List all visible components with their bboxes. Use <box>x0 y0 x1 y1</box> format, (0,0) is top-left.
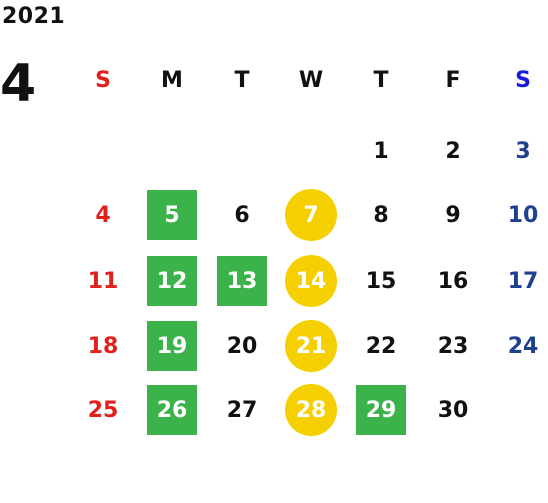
day-cell-29[interactable]: 29 <box>351 385 411 435</box>
day-cell-10[interactable]: 10 <box>493 190 548 240</box>
day-cell-6[interactable]: 6 <box>212 190 272 240</box>
day-number: 13 <box>226 268 258 294</box>
day-number: 20 <box>226 333 258 359</box>
day-cell-27[interactable]: 27 <box>212 385 272 435</box>
day-cell-12[interactable]: 12 <box>142 256 202 306</box>
day-cell-4[interactable]: 4 <box>73 190 133 240</box>
day-cell-19[interactable]: 19 <box>142 321 202 371</box>
weekday-header-tuesday: T <box>234 67 250 93</box>
day-number: 3 <box>515 138 531 164</box>
weekday-header-friday: F <box>445 67 461 93</box>
day-cell-18[interactable]: 18 <box>73 321 133 371</box>
day-cell-14[interactable]: 14 <box>281 255 341 307</box>
day-number: 4 <box>95 202 111 228</box>
day-number: 9 <box>445 202 461 228</box>
day-cell-1[interactable]: 1 <box>351 126 411 176</box>
day-number: 2 <box>445 138 461 164</box>
day-cell-25[interactable]: 25 <box>73 385 133 435</box>
day-number: 8 <box>373 202 389 228</box>
day-cell-3[interactable]: 3 <box>493 126 548 176</box>
day-number: 11 <box>87 268 119 294</box>
green-box-marker <box>147 256 197 306</box>
day-cell-26[interactable]: 26 <box>142 385 202 435</box>
day-number: 12 <box>156 268 188 294</box>
day-number: 17 <box>507 268 539 294</box>
month-number: 4 <box>0 54 37 114</box>
day-number: 22 <box>365 333 397 359</box>
day-cell-8[interactable]: 8 <box>351 190 411 240</box>
day-cell-17[interactable]: 17 <box>493 256 548 306</box>
day-number: 29 <box>365 397 397 423</box>
weekday-header-monday: M <box>161 67 183 93</box>
yellow-circle-marker <box>285 189 337 241</box>
green-box-marker <box>147 190 197 240</box>
day-number: 24 <box>507 333 539 359</box>
yellow-circle-marker <box>285 255 337 307</box>
weekday-header-saturday: S <box>515 67 531 93</box>
day-cell-21[interactable]: 21 <box>281 320 341 372</box>
day-number: 16 <box>437 268 469 294</box>
day-number: 23 <box>437 333 469 359</box>
day-cell-22[interactable]: 22 <box>351 321 411 371</box>
green-box-marker <box>356 385 406 435</box>
day-number: 25 <box>87 397 119 423</box>
day-number: 30 <box>437 397 469 423</box>
day-cell-23[interactable]: 23 <box>423 321 483 371</box>
weekday-header-thursday: T <box>373 67 389 93</box>
green-box-marker <box>217 256 267 306</box>
day-cell-9[interactable]: 9 <box>423 190 483 240</box>
day-number: 14 <box>295 268 327 294</box>
day-cell-5[interactable]: 5 <box>142 190 202 240</box>
yellow-circle-marker <box>285 384 337 436</box>
day-cell-15[interactable]: 15 <box>351 256 411 306</box>
day-cell-11[interactable]: 11 <box>73 256 133 306</box>
day-number: 21 <box>295 333 327 359</box>
day-number: 7 <box>303 202 319 228</box>
day-number: 10 <box>507 202 539 228</box>
day-cell-13[interactable]: 13 <box>212 256 272 306</box>
day-number: 5 <box>164 202 180 228</box>
weekday-header-sunday: S <box>95 67 111 93</box>
day-number: 19 <box>156 333 188 359</box>
day-cell-7[interactable]: 7 <box>281 189 341 241</box>
day-number: 18 <box>87 333 119 359</box>
day-number: 1 <box>373 138 389 164</box>
day-cell-16[interactable]: 16 <box>423 256 483 306</box>
green-box-marker <box>147 385 197 435</box>
year-label: 2021 <box>2 4 66 29</box>
yellow-circle-marker <box>285 320 337 372</box>
day-number: 15 <box>365 268 397 294</box>
day-cell-20[interactable]: 20 <box>212 321 272 371</box>
day-number: 26 <box>156 397 188 423</box>
day-cell-30[interactable]: 30 <box>423 385 483 435</box>
day-number: 28 <box>295 397 327 423</box>
weekday-header-wednesday: W <box>298 67 324 93</box>
day-cell-24[interactable]: 24 <box>493 321 548 371</box>
day-cell-28[interactable]: 28 <box>281 384 341 436</box>
day-cell-2[interactable]: 2 <box>423 126 483 176</box>
day-number: 27 <box>226 397 258 423</box>
day-number: 6 <box>234 202 250 228</box>
green-box-marker <box>147 321 197 371</box>
